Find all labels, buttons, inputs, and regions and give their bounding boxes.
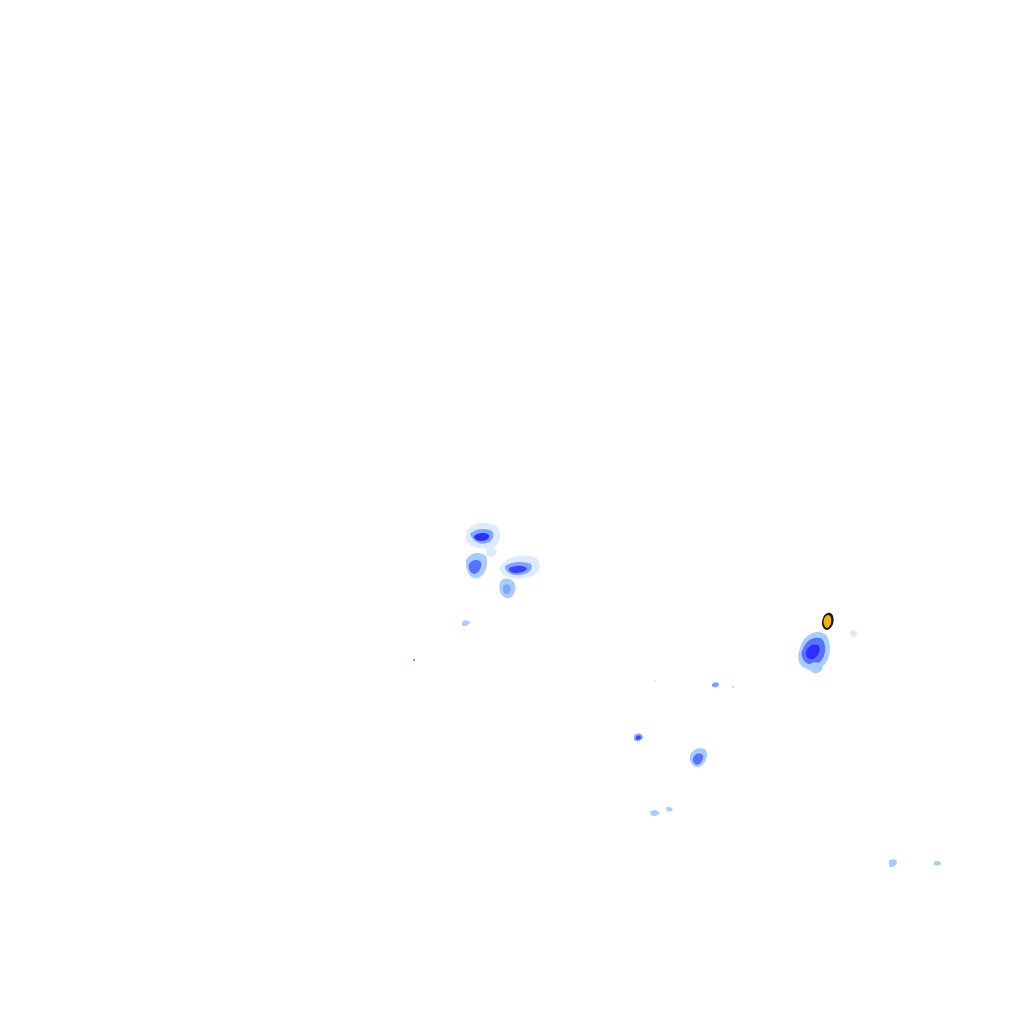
- precip-specks-west: [412, 620, 470, 662]
- precip-cell-east: [798, 612, 857, 674]
- precip-cell-south: [634, 680, 734, 817]
- precip-cell-far-se: [889, 859, 941, 867]
- precip-cell-nw: [465, 522, 540, 599]
